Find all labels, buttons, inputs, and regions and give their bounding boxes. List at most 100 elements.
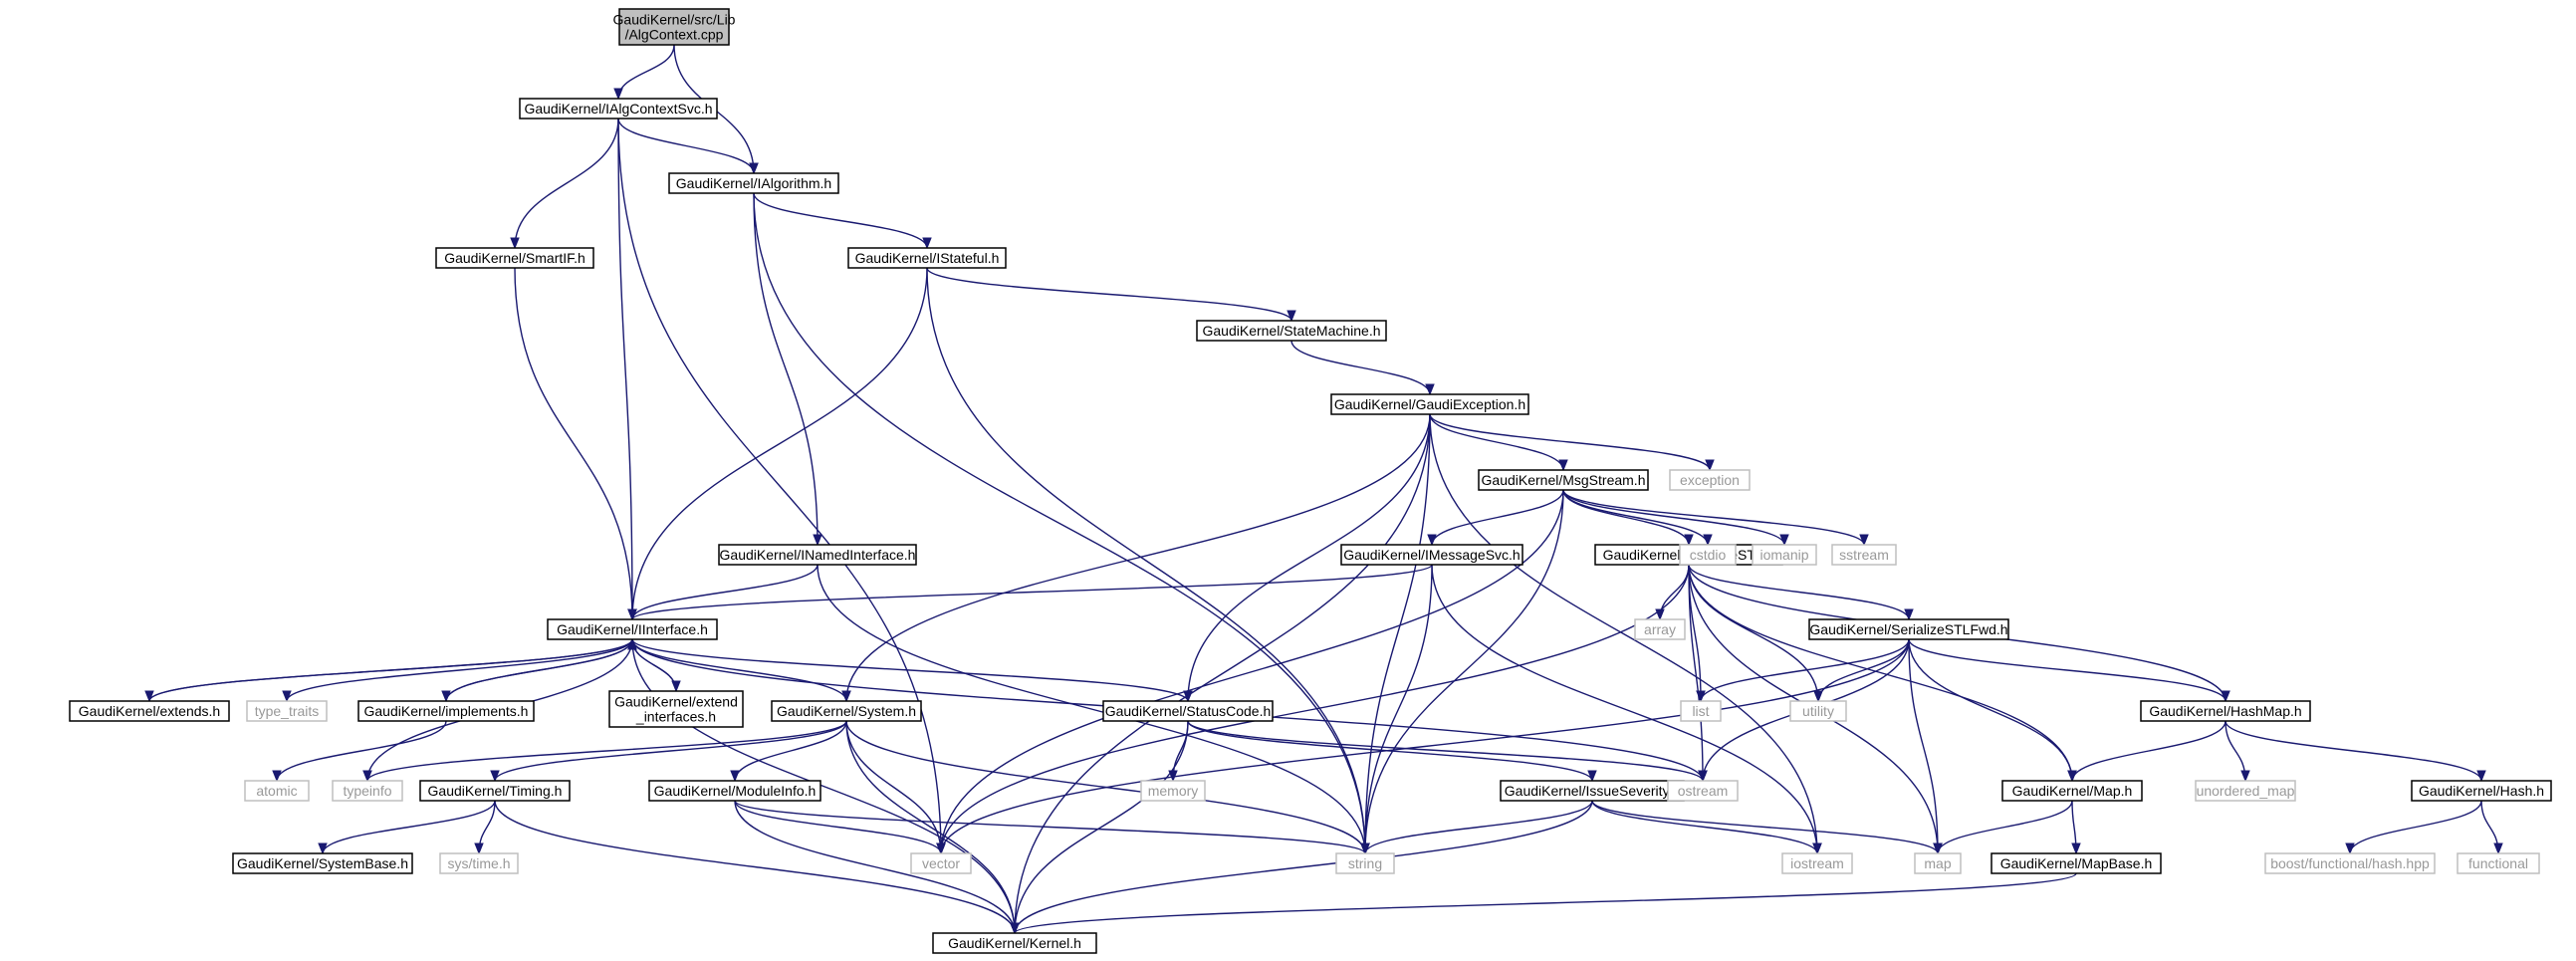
node-box-ialgorithm_h[interactable] xyxy=(668,172,839,194)
edge-serializestlfwd_h-to-hashmap_h xyxy=(1908,638,2226,702)
node-inamedinterface_h[interactable]: GaudiKernel/INamedInterface.h xyxy=(718,544,917,566)
node-ialgorithm_h[interactable]: GaudiKernel/IAlgorithm.h xyxy=(668,172,839,194)
node-box-memory[interactable] xyxy=(1140,780,1206,802)
node-box-hashmap_h[interactable] xyxy=(2140,700,2311,722)
node-iostream[interactable]: iostream xyxy=(1781,852,1853,874)
node-string[interactable]: string xyxy=(1335,852,1395,874)
node-boost_functional_hash_hpp[interactable]: boost/functional/hash.hpp xyxy=(2264,852,2436,874)
node-iinterface_h[interactable]: GaudiKernel/IInterface.h xyxy=(547,618,718,640)
node-gaudiexception_h[interactable]: GaudiKernel/GaudiException.h xyxy=(1330,393,1529,415)
node-box-type_traits[interactable] xyxy=(246,700,328,722)
node-box-inamedinterface_h[interactable] xyxy=(718,544,917,566)
node-box-map_h[interactable] xyxy=(2001,780,2143,802)
node-box-string[interactable] xyxy=(1335,852,1395,874)
node-timing_h[interactable]: GaudiKernel/Timing.h xyxy=(419,780,571,802)
node-box-unordered_map[interactable] xyxy=(2195,780,2296,802)
node-box-system_h[interactable] xyxy=(771,700,922,722)
node-box-hash_h[interactable] xyxy=(2411,780,2552,802)
node-label-serializestlfwd_h: GaudiKernel/SerializeSTLFwd.h xyxy=(1809,621,2007,637)
node-box-vector[interactable] xyxy=(910,852,972,874)
node-label-systembase_h: GaudiKernel/SystemBase.h xyxy=(237,855,408,871)
node-box-iinterface_h[interactable] xyxy=(547,618,718,640)
node-cstdio[interactable]: cstdio xyxy=(1679,544,1737,566)
node-algcontext_cpp[interactable]: GaudiKernel/src/Lib/AlgContext.cpp xyxy=(613,8,736,46)
node-box-cstdio[interactable] xyxy=(1679,544,1737,566)
node-box-extend_interfaces_h[interactable] xyxy=(608,690,744,728)
node-box-iostream[interactable] xyxy=(1781,852,1853,874)
node-hash_h[interactable]: GaudiKernel/Hash.h xyxy=(2411,780,2552,802)
node-extends_h[interactable]: GaudiKernel/extends.h xyxy=(69,700,230,722)
edge-serializestlfwd_h-to-utility xyxy=(1817,638,1910,702)
node-box-utility[interactable] xyxy=(1789,700,1847,722)
node-memory[interactable]: memory xyxy=(1140,780,1206,802)
node-hashmap_h[interactable]: GaudiKernel/HashMap.h xyxy=(2140,700,2311,722)
node-type_traits[interactable]: type_traits xyxy=(246,700,328,722)
node-box-iomanip[interactable] xyxy=(1752,544,1817,566)
node-box-timing_h[interactable] xyxy=(419,780,571,802)
node-box-kernel_h[interactable] xyxy=(932,932,1097,954)
node-box-serializestlfwd_h[interactable] xyxy=(1808,618,2009,640)
node-box-typeinfo[interactable] xyxy=(332,780,403,802)
node-moduleinfo_h[interactable]: GaudiKernel/ModuleInfo.h xyxy=(648,780,821,802)
node-box-boost_functional_hash_hpp[interactable] xyxy=(2264,852,2436,874)
node-iomanip[interactable]: iomanip xyxy=(1752,544,1817,566)
node-vector[interactable]: vector xyxy=(910,852,972,874)
node-box-istateful_h[interactable] xyxy=(847,247,1007,269)
node-statuscode_h[interactable]: GaudiKernel/StatusCode.h xyxy=(1102,700,1274,722)
node-box-msgstream_h[interactable] xyxy=(1478,469,1649,491)
node-box-imessagesvc_h[interactable] xyxy=(1340,544,1523,566)
node-label-smartif_h: GaudiKernel/SmartIF.h xyxy=(444,250,585,266)
node-list[interactable]: list xyxy=(1680,700,1722,722)
node-map_h[interactable]: GaudiKernel/Map.h xyxy=(2001,780,2143,802)
node-map[interactable]: map xyxy=(1914,852,1962,874)
node-extend_interfaces_h[interactable]: GaudiKernel/extend_interfaces.h xyxy=(608,690,744,728)
node-box-ialgcontextsvc_h[interactable] xyxy=(519,98,718,120)
node-box-algcontext_cpp[interactable] xyxy=(618,8,730,46)
node-box-mapbase_h[interactable] xyxy=(1991,852,2162,874)
node-istateful_h[interactable]: GaudiKernel/IStateful.h xyxy=(847,247,1007,269)
node-smartif_h[interactable]: GaudiKernel/SmartIF.h xyxy=(435,247,594,269)
node-box-atomic[interactable] xyxy=(244,780,310,802)
edge-imessagesvc_h-to-string xyxy=(1364,564,1433,854)
node-ostream[interactable]: ostream xyxy=(1667,780,1739,802)
node-array[interactable]: array xyxy=(1634,618,1686,640)
node-exception[interactable]: exception xyxy=(1669,469,1751,491)
node-unordered_map[interactable]: unordered_map xyxy=(2195,780,2296,802)
node-box-sys_time_h[interactable] xyxy=(439,852,519,874)
node-label-extends_h: GaudiKernel/extends.h xyxy=(79,703,220,719)
node-box-sstream[interactable] xyxy=(1831,544,1897,566)
node-statemachine_h[interactable]: GaudiKernel/StateMachine.h xyxy=(1196,320,1387,342)
node-box-exception[interactable] xyxy=(1669,469,1751,491)
node-ialgcontextsvc_h[interactable]: GaudiKernel/IAlgContextSvc.h xyxy=(519,98,718,120)
node-kernel_h[interactable]: GaudiKernel/Kernel.h xyxy=(932,932,1097,954)
node-sys_time_h[interactable]: sys/time.h xyxy=(439,852,519,874)
node-box-smartif_h[interactable] xyxy=(435,247,594,269)
node-box-statuscode_h[interactable] xyxy=(1102,700,1274,722)
node-box-extends_h[interactable] xyxy=(69,700,230,722)
node-box-list[interactable] xyxy=(1680,700,1722,722)
node-atomic[interactable]: atomic xyxy=(244,780,310,802)
node-implements_h[interactable]: GaudiKernel/implements.h xyxy=(357,700,535,722)
edge-ialgcontextsvc_h-to-ialgorithm_h xyxy=(617,118,755,174)
node-box-ostream[interactable] xyxy=(1667,780,1739,802)
arrowhead-msgstream_h-to-iomanip xyxy=(1779,534,1789,547)
node-box-systembase_h[interactable] xyxy=(232,852,413,874)
node-box-functional[interactable] xyxy=(2457,852,2540,874)
node-msgstream_h[interactable]: GaudiKernel/MsgStream.h xyxy=(1478,469,1649,491)
node-mapbase_h[interactable]: GaudiKernel/MapBase.h xyxy=(1991,852,2162,874)
node-box-map[interactable] xyxy=(1914,852,1962,874)
node-system_h[interactable]: GaudiKernel/System.h xyxy=(771,700,922,722)
node-issueseverity_h[interactable]: GaudiKernel/IssueSeverity.h xyxy=(1500,780,1685,802)
node-utility[interactable]: utility xyxy=(1789,700,1847,722)
node-functional[interactable]: functional xyxy=(2457,852,2540,874)
node-box-moduleinfo_h[interactable] xyxy=(648,780,821,802)
node-typeinfo[interactable]: typeinfo xyxy=(332,780,403,802)
node-imessagesvc_h[interactable]: GaudiKernel/IMessageSvc.h xyxy=(1340,544,1523,566)
node-box-implements_h[interactable] xyxy=(357,700,535,722)
node-box-gaudiexception_h[interactable] xyxy=(1330,393,1529,415)
node-serializestlfwd_h[interactable]: GaudiKernel/SerializeSTLFwd.h xyxy=(1808,618,2009,640)
node-box-statemachine_h[interactable] xyxy=(1196,320,1387,342)
node-box-array[interactable] xyxy=(1634,618,1686,640)
node-systembase_h[interactable]: GaudiKernel/SystemBase.h xyxy=(232,852,413,874)
node-sstream[interactable]: sstream xyxy=(1831,544,1897,566)
